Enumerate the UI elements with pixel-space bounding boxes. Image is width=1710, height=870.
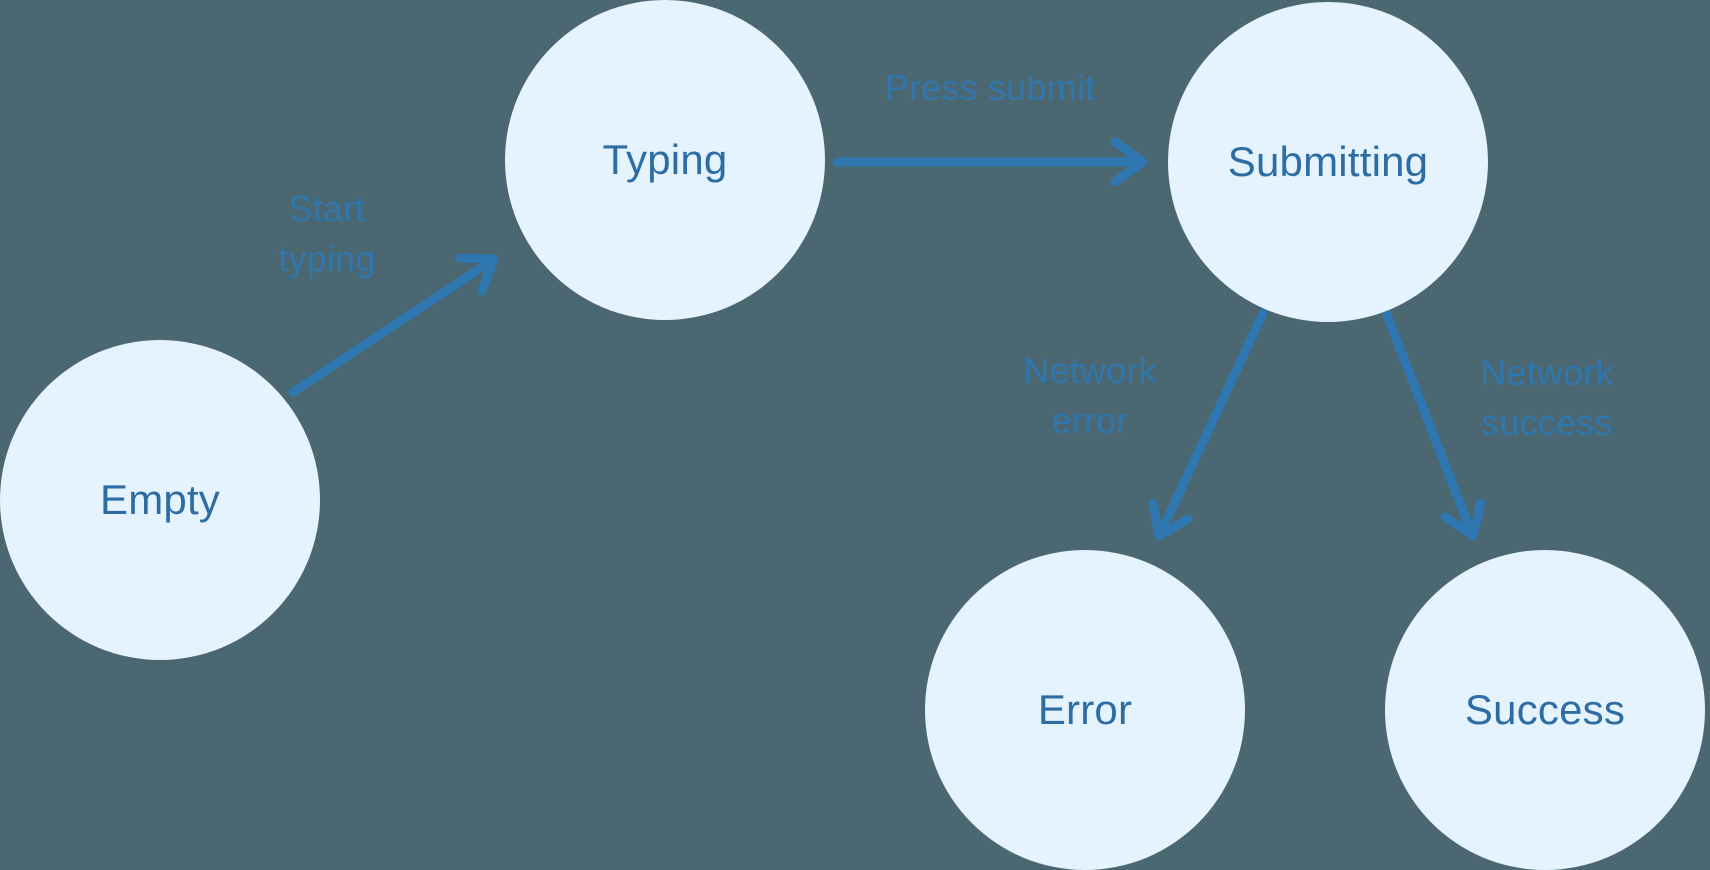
state-label-error: Error [1037, 686, 1133, 733]
edge-label-network-success: Network success [1480, 352, 1614, 443]
state-node-error: Error [925, 550, 1245, 870]
state-label-submitting: Submitting [1227, 138, 1429, 185]
state-node-submitting: Submitting [1168, 2, 1488, 322]
state-node-typing: Typing [505, 0, 825, 320]
state-label-typing: Typing [602, 136, 728, 183]
state-node-success: Success [1385, 550, 1705, 870]
arrow-press-submit [832, 137, 1148, 187]
edge-label-press-submit: Press submit [884, 67, 1096, 108]
state-node-empty: Empty [0, 340, 320, 660]
state-label-empty: Empty [99, 476, 221, 523]
state-label-success: Success [1464, 686, 1626, 733]
edge-label-network-error: Network error [1023, 350, 1157, 441]
edge-label-start-typing: Start typing [278, 188, 376, 279]
